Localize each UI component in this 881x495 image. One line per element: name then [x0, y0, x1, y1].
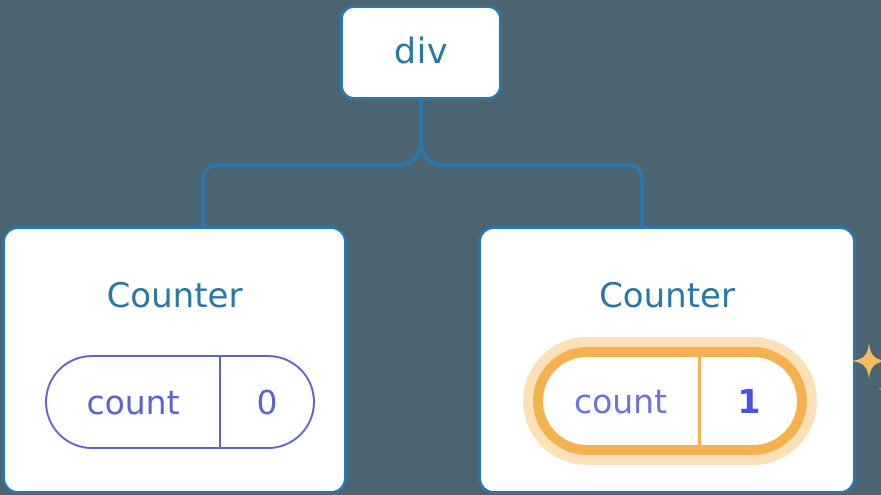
component-card-counter-right[interactable]: Counter count 1 [478, 226, 881, 494]
sparkle-group [851, 343, 881, 390]
root-node-label: div [393, 32, 449, 72]
state-value-label: 1 [737, 381, 761, 421]
component-card-counter-left[interactable]: Counter count 0 [2, 226, 347, 494]
state-value-label: 0 [256, 382, 278, 422]
state-key-label: count [543, 357, 701, 445]
state-key-label: count [47, 357, 221, 447]
sparkle-large-icon [851, 343, 881, 379]
state-pill-count[interactable]: count 0 [45, 355, 315, 449]
root-node-div[interactable]: div [340, 5, 502, 100]
connector-branch-right [419, 136, 644, 228]
connector-branch-left [201, 136, 423, 228]
component-title: Counter [599, 276, 735, 316]
component-title: Counter [106, 276, 243, 316]
state-pill-count-highlighted[interactable]: count 1 [523, 337, 881, 465]
pill-inner-body: count 1 [543, 357, 797, 445]
